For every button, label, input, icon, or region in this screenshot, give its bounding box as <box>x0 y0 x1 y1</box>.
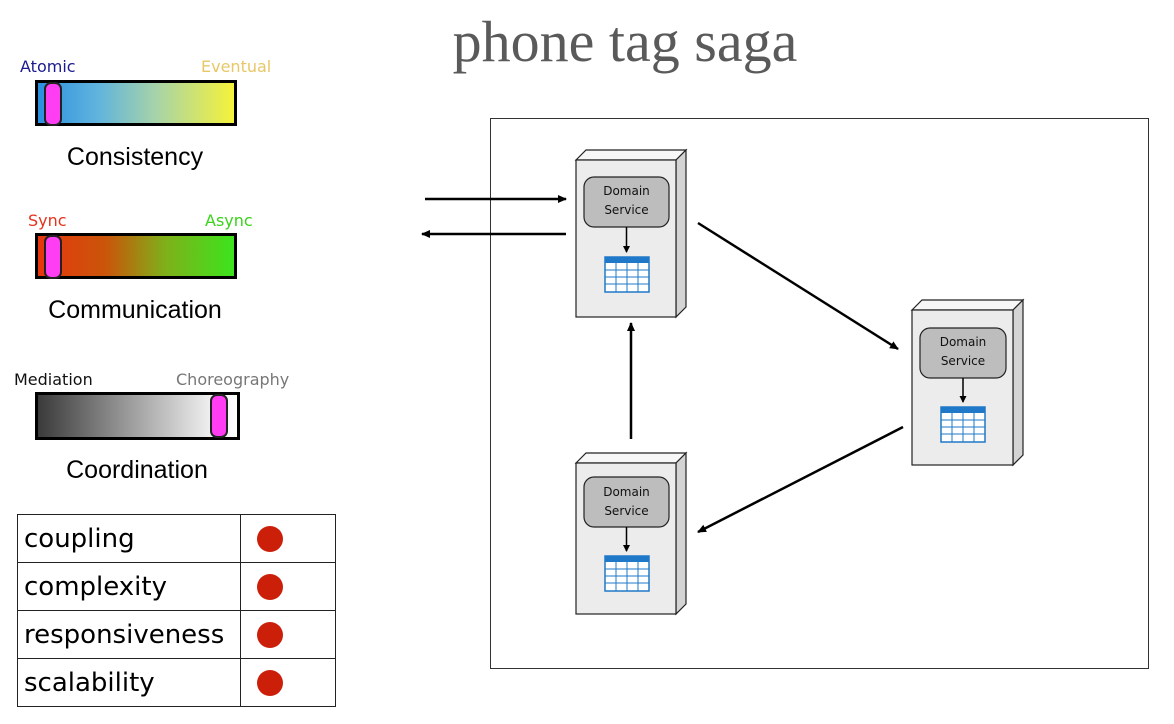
table-row: complexity <box>17 562 336 611</box>
domain-service-node-1: Domain Service <box>574 148 688 319</box>
service-name-line1: Domain <box>603 184 650 198</box>
diagram-frame <box>490 118 1149 669</box>
communication-caption: Communication <box>48 296 222 324</box>
coordination-left-label: Mediation <box>14 370 93 389</box>
coordination-right-label: Choreography <box>176 370 290 389</box>
metric-name: complexity <box>17 562 241 611</box>
rating-dot-icon <box>257 670 283 696</box>
consistency-left-label: Atomic <box>20 57 76 76</box>
communication-gradient-bar <box>35 233 237 279</box>
consistency-caption: Consistency <box>66 143 204 171</box>
consistency-right-label: Eventual <box>201 57 272 76</box>
service-name-line2: Service <box>941 354 985 368</box>
service2-to-service3-arrow <box>697 425 904 534</box>
consistency-gradient-bar <box>35 80 237 126</box>
table-row: responsiveness <box>17 610 336 659</box>
metric-name: scalability <box>17 658 241 707</box>
consistency-slider-thumb <box>44 82 62 126</box>
database-table-icon <box>940 406 986 443</box>
coordination-gradient-bar <box>35 392 240 440</box>
page-title: phone tag saga <box>452 9 798 74</box>
service-name-line1: Domain <box>603 485 650 499</box>
rating-dot-icon <box>257 574 283 600</box>
table-row: scalability <box>17 658 336 707</box>
rating-dot-icon <box>257 526 283 552</box>
rating-dot-icon <box>257 622 283 648</box>
coordination-caption: Coordination <box>66 456 208 484</box>
tradeoff-table: coupling complexity responsiveness scala… <box>17 514 336 707</box>
database-table-icon <box>604 256 650 293</box>
service-name-line2: Service <box>604 504 648 518</box>
service1-to-service2-arrow <box>697 221 899 351</box>
domain-service-node-2: Domain Service <box>910 298 1025 467</box>
domain-service-node-3: Domain Service <box>574 451 688 616</box>
communication-slider-thumb <box>44 235 62 279</box>
database-table-icon <box>604 555 650 592</box>
communication-left-label: Sync <box>28 211 67 230</box>
service-name-line1: Domain <box>940 335 987 349</box>
metric-name: responsiveness <box>17 610 241 659</box>
communication-right-label: Async <box>205 211 253 230</box>
coordination-slider-thumb <box>210 394 228 438</box>
service-name-line2: Service <box>604 203 648 217</box>
